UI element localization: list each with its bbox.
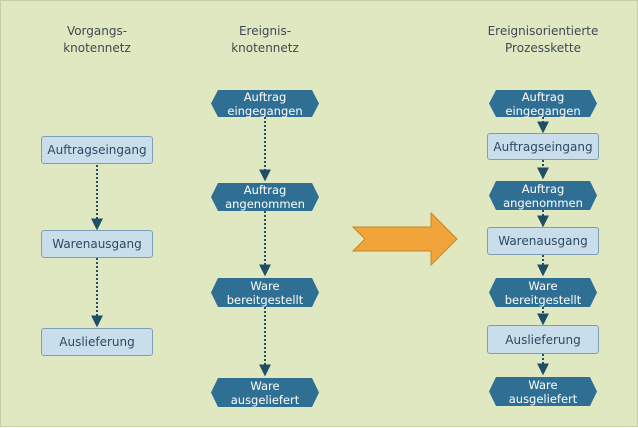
title-ereignisknotennetz: Ereignis- knotennetz (231, 24, 299, 55)
epk-event-ware-ausgeliefert: Ware ausgeliefert (489, 377, 597, 406)
epk-event-ware-bereitgestellt: Ware bereitgestellt (489, 278, 597, 307)
event-auftrag-angenommen: Auftrag angenommen (211, 183, 319, 211)
function-warenausgang: Warenausgang (41, 230, 153, 258)
event-label: Auftrag eingegangen (227, 89, 303, 118)
event-label: Auftrag angenommen (503, 181, 583, 210)
epk-function-warenausgang: Warenausgang (487, 227, 599, 255)
function-auftragseingang: Auftragseingang (41, 136, 153, 164)
right-arrow-icon (351, 211, 458, 267)
title-ereignisorientierte-prozesskette: Ereignisorientierte Prozesskette (487, 24, 599, 55)
event-label: Auftrag angenommen (225, 183, 305, 211)
epk-function-auslieferung: Auslieferung (487, 325, 599, 354)
event-label: Ware bereitgestellt (226, 278, 304, 307)
event-label: Auftrag eingegangen (505, 89, 581, 118)
event-label: Ware ausgeliefert (230, 378, 300, 407)
event-label: Ware ausgeliefert (508, 377, 578, 406)
event-ware-bereitgestellt: Ware bereitgestellt (211, 278, 319, 307)
event-ware-ausgeliefert: Ware ausgeliefert (211, 378, 319, 407)
title-vorgangsknotennetz: Vorgangs- knotennetz (63, 24, 131, 55)
epk-event-auftrag-eingegangen: Auftrag eingegangen (489, 89, 597, 118)
function-auslieferung: Auslieferung (41, 328, 153, 356)
epk-event-auftrag-angenommen: Auftrag angenommen (489, 181, 597, 210)
epk-function-auftragseingang: Auftragseingang (487, 133, 599, 160)
event-auftrag-eingegangen: Auftrag eingegangen (211, 89, 319, 118)
event-label: Ware bereitgestellt (504, 278, 582, 307)
